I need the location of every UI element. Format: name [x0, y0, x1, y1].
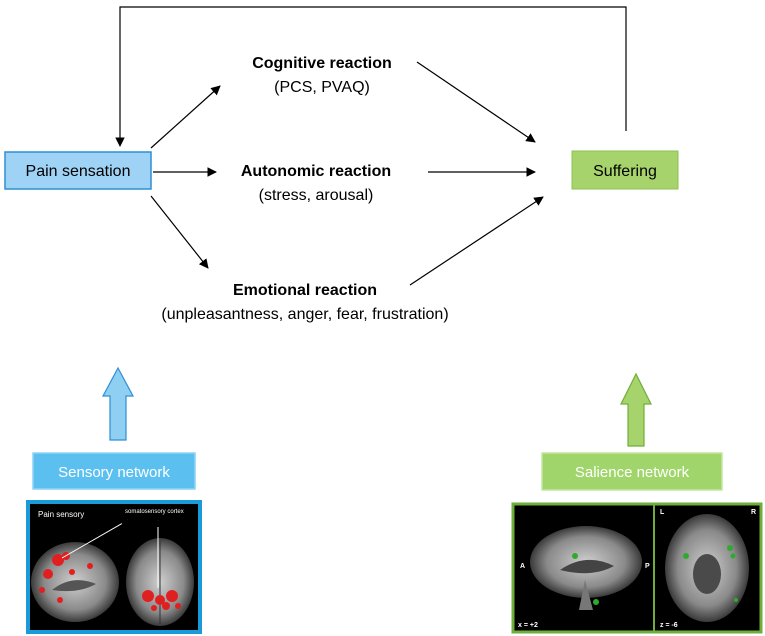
sensory-brain-image: Pain sensory somatosensory cortex	[26, 500, 202, 634]
cognitive-reaction-detail: (PCS, PVAQ)	[274, 79, 370, 96]
emotional-reaction-detail: (unpleasantness, anger, fear, frustratio…	[161, 306, 448, 323]
salience-network-up-arrow	[620, 372, 652, 447]
emotional-reaction-node: Emotional reaction (unpleasantness, ange…	[161, 282, 448, 323]
sensory-image-annotation: somatosensory cortex	[125, 509, 184, 515]
label-left: L	[660, 509, 665, 516]
sensory-image-title: Pain sensory	[38, 510, 84, 519]
pain-sensation-label: Pain sensation	[26, 163, 131, 180]
autonomic-reaction-detail: (stress, arousal)	[259, 187, 374, 204]
feedback-loop-arrow	[115, 6, 627, 147]
cognitive-reaction-node: Cognitive reaction (PCS, PVAQ)	[252, 55, 392, 96]
cognitive-reaction-title: Cognitive reaction	[252, 55, 392, 72]
salience-network-label-box: Salience network	[541, 452, 723, 491]
label-posterior: P	[645, 563, 650, 570]
sensory-network-label-box: Sensory network	[32, 452, 196, 490]
salience-network-label: Salience network	[575, 464, 690, 481]
autonomic-reaction-node: Autonomic reaction (stress, arousal)	[241, 163, 391, 204]
sensory-network-up-arrow	[101, 366, 135, 441]
arrow-pain-to-emotional	[150, 195, 209, 269]
flow-arrows	[150, 61, 544, 286]
autonomic-reaction-title: Autonomic reaction	[241, 163, 391, 180]
arrow-pain-to-cognitive	[150, 85, 221, 149]
salience-activation-spots	[572, 545, 738, 605]
sensory-activation-spots	[39, 552, 181, 611]
pain-sensation-node: Pain sensation	[4, 151, 152, 190]
emotional-reaction-title: Emotional reaction	[233, 282, 377, 299]
sensory-network-label: Sensory network	[58, 464, 170, 481]
suffering-box	[571, 150, 679, 190]
suffering-label: Suffering	[593, 163, 657, 180]
label-right: R	[751, 509, 756, 516]
arrow-emotional-to-suffering	[409, 196, 544, 286]
pain-sensation-box	[4, 151, 152, 190]
label-x-coordinate: x = +2	[518, 622, 538, 629]
label-anterior: A	[520, 563, 525, 570]
arrow-cognitive-to-suffering	[416, 61, 536, 143]
salience-brain-image: A P x = +2 L R z = -6	[511, 502, 763, 634]
suffering-node: Suffering	[571, 150, 679, 190]
label-z-coordinate: z = -6	[660, 622, 678, 629]
